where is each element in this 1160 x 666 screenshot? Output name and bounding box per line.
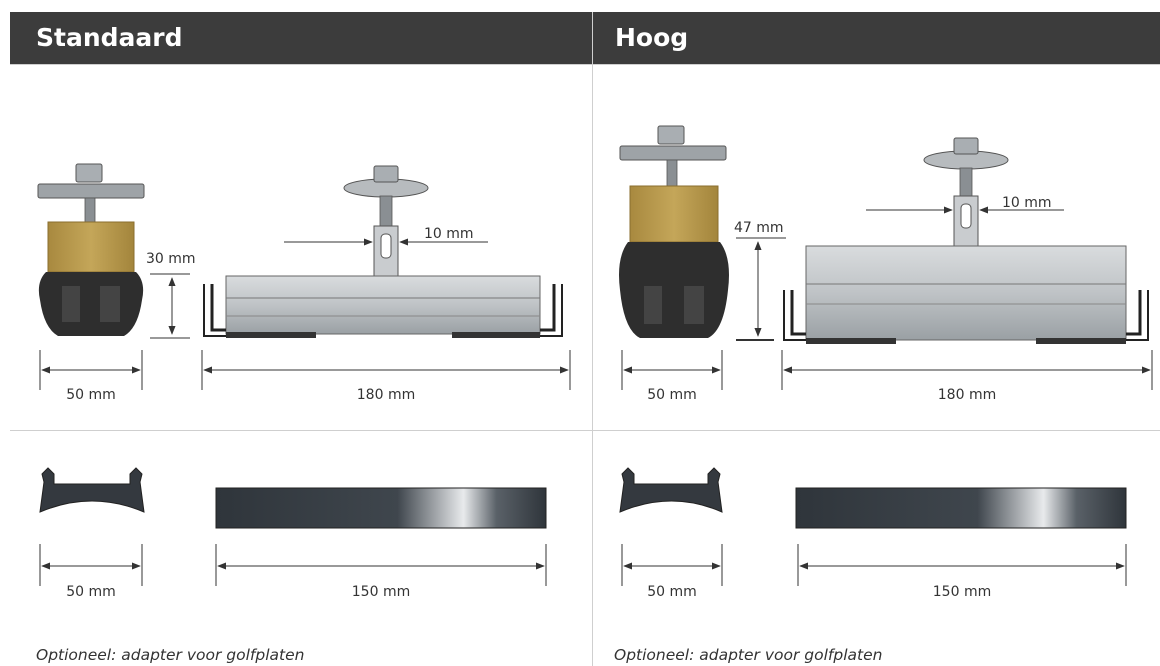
adapter-width-label: 50 mm xyxy=(66,584,116,600)
row-divider-top xyxy=(10,64,1160,65)
row-divider-middle xyxy=(10,430,1160,431)
height-label: 47 mm xyxy=(734,220,784,236)
panel-hoog: Hoog xyxy=(593,12,1160,666)
panel-standaard: Standaard xyxy=(10,12,592,666)
panel-title: Hoog xyxy=(593,12,1160,64)
width-label: 50 mm xyxy=(647,387,697,403)
adapter-length-label: 150 mm xyxy=(351,584,411,600)
hoog-dimension-lines xyxy=(621,206,1153,390)
standaard-front-view xyxy=(203,165,563,338)
adapter-width-label: 50 mm xyxy=(647,584,697,600)
standaard-side-view xyxy=(37,163,145,336)
column-divider xyxy=(592,12,593,666)
standaard-adapter xyxy=(39,467,547,586)
slot-width-label: 10 mm xyxy=(424,226,474,242)
slot-width-label: 10 mm xyxy=(1002,195,1052,211)
length-label: 180 mm xyxy=(937,387,997,403)
hoog-front-view xyxy=(783,137,1149,344)
height-label: 30 mm xyxy=(146,251,196,267)
hoog-side-view xyxy=(619,125,729,338)
adapter-note: Optioneel: adapter voor golfplaten xyxy=(36,646,305,664)
width-label: 50 mm xyxy=(66,387,116,403)
standaard-dimension-lines xyxy=(39,238,571,390)
length-label: 180 mm xyxy=(356,387,416,403)
hoog-adapter xyxy=(619,467,1127,586)
adapter-length-label: 150 mm xyxy=(932,584,992,600)
adapter-note: Optioneel: adapter voor golfplaten xyxy=(614,646,883,664)
panel-title: Standaard xyxy=(10,12,592,64)
